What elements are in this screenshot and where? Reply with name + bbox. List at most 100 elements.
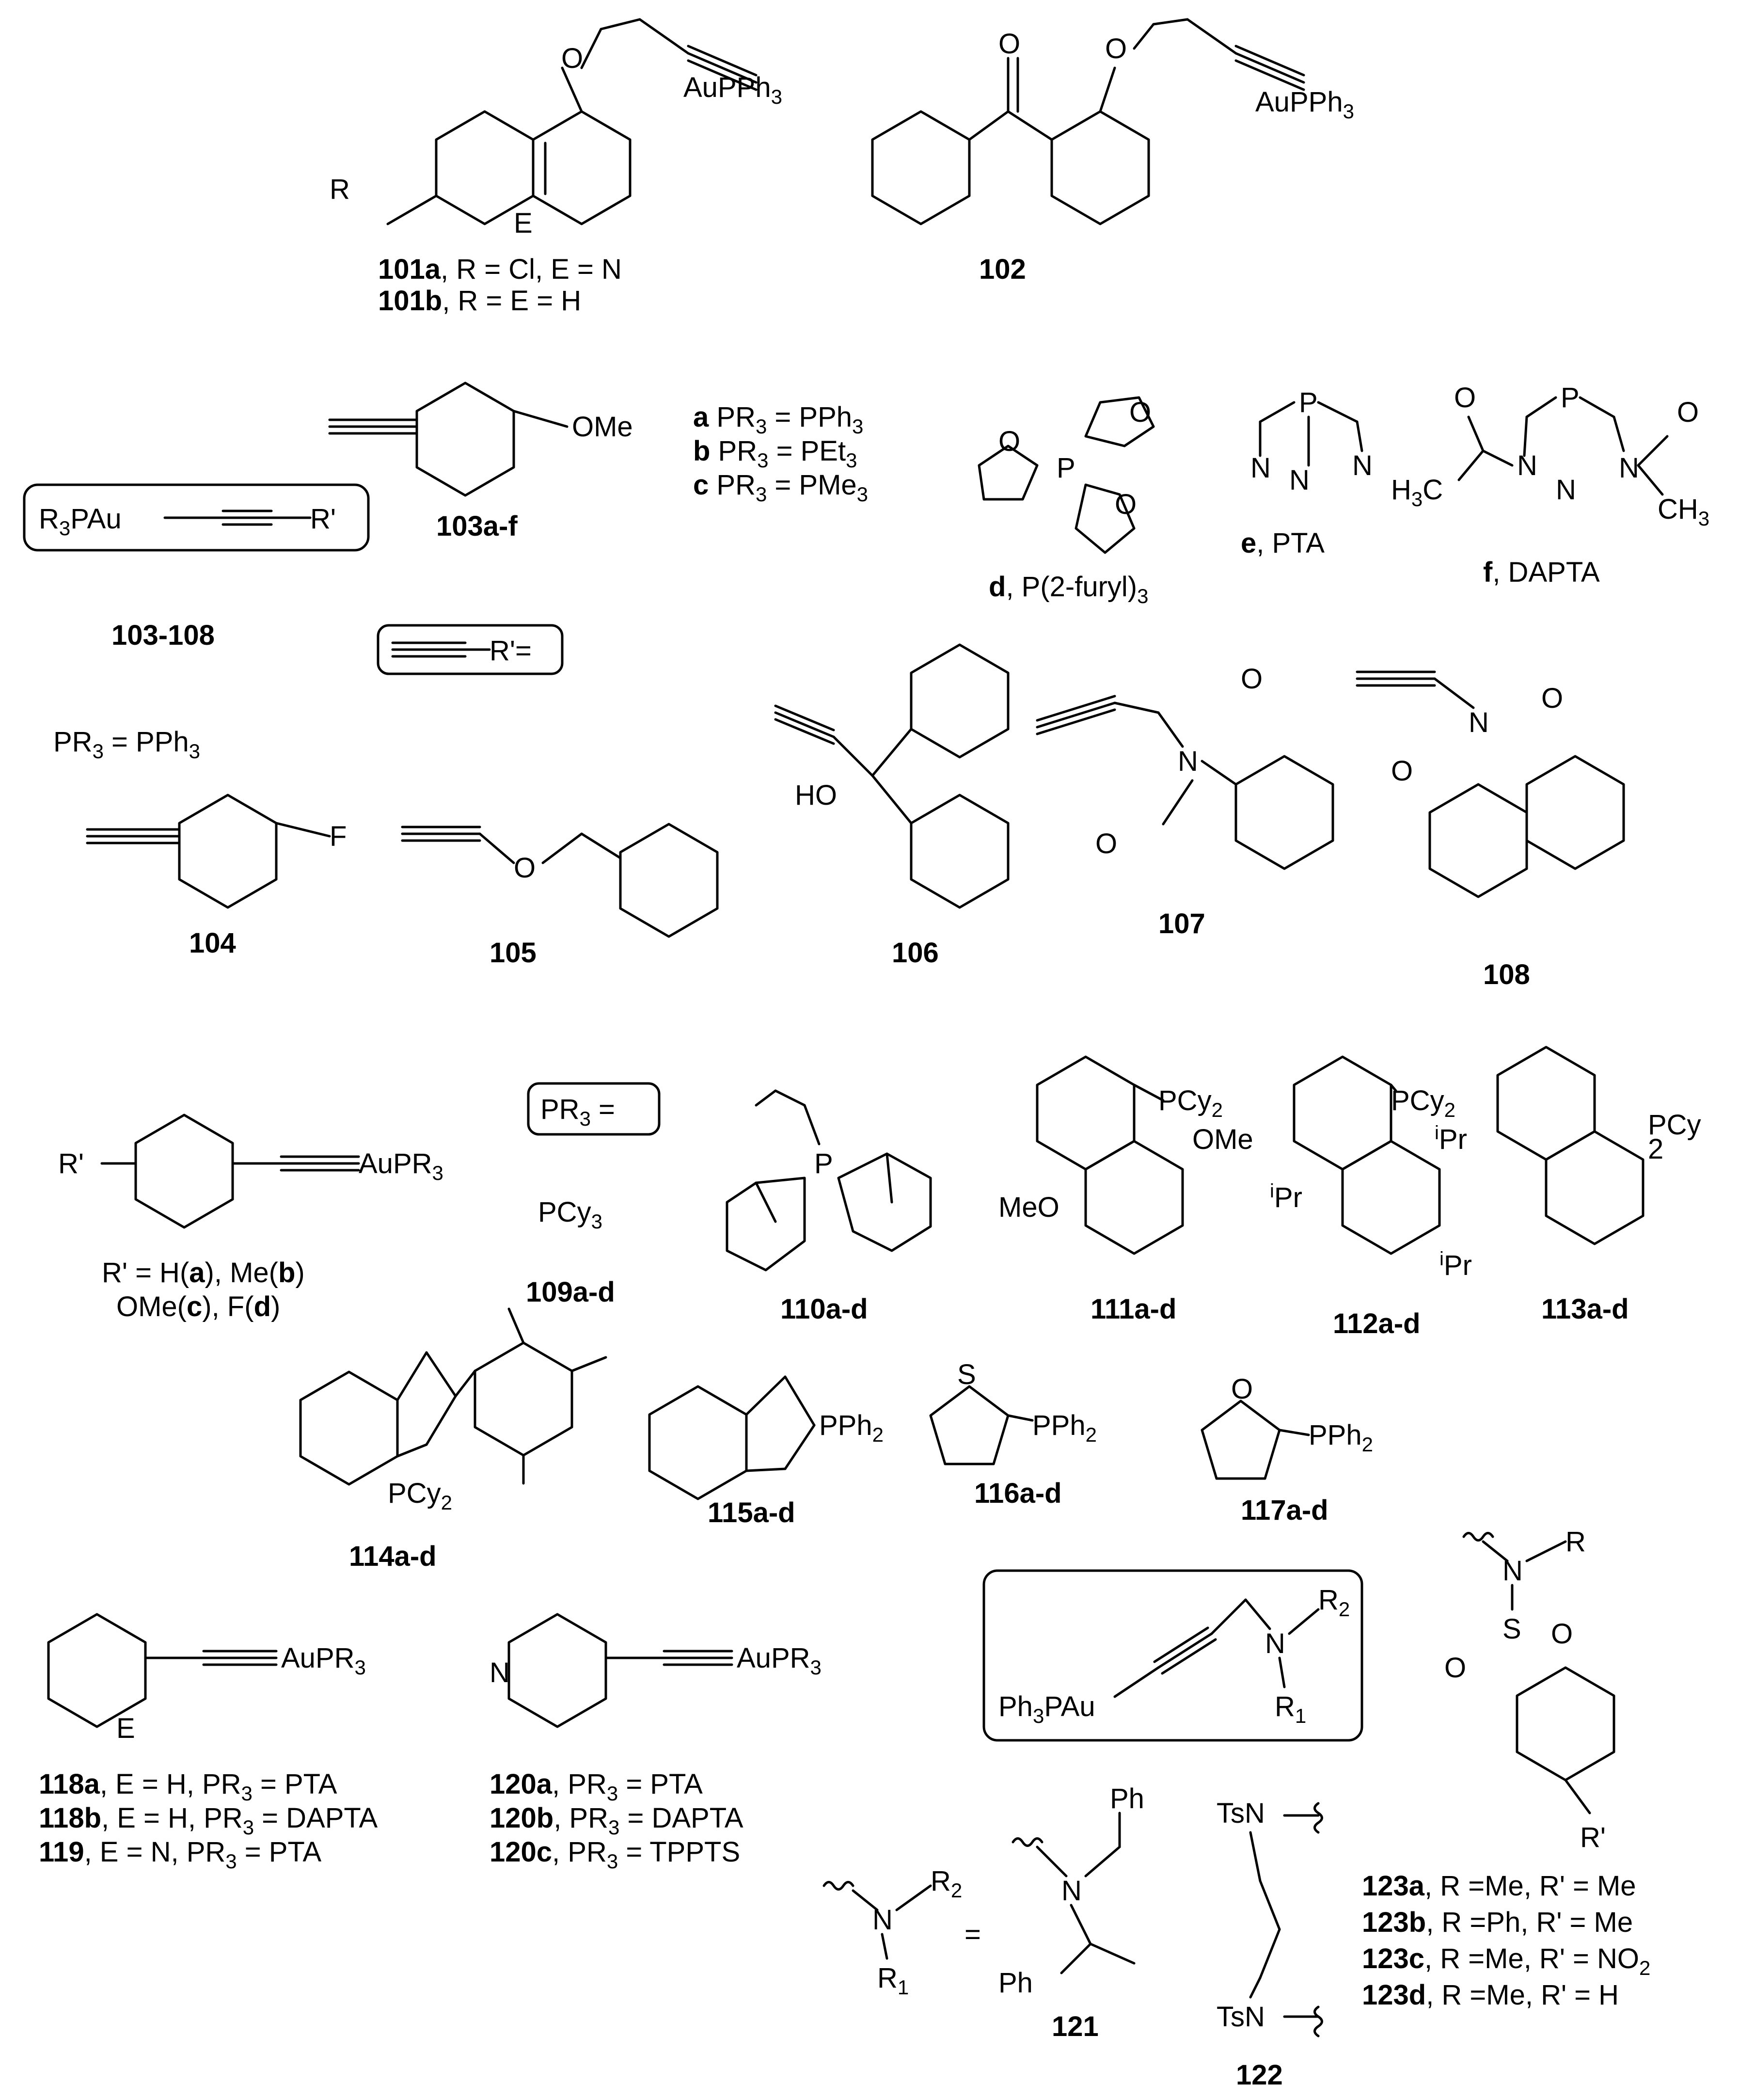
atom-E: E: [514, 207, 533, 239]
label-PR3-eq: PR3 =: [540, 1094, 615, 1130]
atom-Rprime: R': [1580, 1822, 1606, 1853]
atom-AuPR3: AuPR3: [737, 1642, 822, 1679]
atom-O2: O: [1444, 1652, 1466, 1684]
caption-112: 112a-d: [1333, 1308, 1421, 1339]
atom-AuPR3: AuPR3: [359, 1148, 443, 1184]
atom-E: E: [116, 1713, 135, 1744]
structure-105: O: [401, 823, 719, 938]
atom-H3C: H3C: [1391, 474, 1443, 510]
caption-121: 121: [1052, 2011, 1099, 2042]
atom-O-furyl2: O: [1129, 397, 1151, 428]
atom-P: P: [1561, 382, 1580, 414]
structure-104: F: [86, 794, 347, 909]
atom-PCy2: PCy2: [1158, 1085, 1223, 1121]
atom-O1: O: [1541, 683, 1563, 714]
caption-101b: 101b, R = E = H: [378, 285, 581, 317]
structure-120: N AuPR3: [490, 1613, 822, 1728]
atom-P: P: [1299, 387, 1318, 418]
structure-117: O PPh2: [1201, 1373, 1373, 1480]
atom-R: R: [1565, 1526, 1586, 1558]
label-PR3-PPh3: PR3 = PPh3: [53, 726, 200, 763]
atom-TsN-bottom: TsN: [1217, 2001, 1265, 2033]
atom-N: N: [490, 1657, 510, 1688]
caption-103-108: 103-108: [111, 620, 215, 651]
atom-N3: N: [1352, 450, 1373, 481]
atom-O-ketone: O: [998, 28, 1020, 60]
atom-O-furyl3: O: [1115, 489, 1137, 520]
caption-Rprime-list1: R' = H(a), Me(b): [102, 1257, 305, 1289]
atom-Ph-bottom: Ph: [998, 1967, 1033, 1999]
caption-107: 107: [1158, 908, 1205, 939]
PR3-definition-box: [527, 1082, 661, 1136]
atom-O1: O: [1551, 1618, 1573, 1650]
atom-Rprime-eq: R'=: [490, 635, 532, 667]
atom-OMe: OMe: [572, 411, 633, 443]
atom-PCy2: PCy2: [1391, 1085, 1455, 1121]
structure-115: PPh2: [648, 1375, 884, 1500]
caption-117: 117a-d: [1241, 1495, 1328, 1526]
caption-104: 104: [189, 927, 236, 959]
caption-122: 122: [1236, 2059, 1283, 2091]
structure-f-DAPTA: P O O N N N H3C CH3: [1391, 382, 1709, 530]
atom-PCy2: PCy2: [388, 1478, 452, 1514]
structure-118-119: E AuPR3: [47, 1613, 366, 1744]
equals-sign: =: [964, 1919, 981, 1950]
caption-114: 114a-d: [349, 1541, 437, 1572]
atom-R2: R2: [931, 1865, 962, 1902]
atom-iPr-3: iPr: [1439, 1248, 1472, 1281]
atom-Rprime: R': [310, 503, 336, 535]
caption-103a-f: 103a-f: [436, 510, 518, 542]
structure-e-PTA: P N N N: [1250, 387, 1373, 496]
atom-PPh2: PPh2: [819, 1410, 884, 1446]
structure-101: O R E AuPPh3: [330, 18, 782, 239]
caption-108: 108: [1483, 959, 1530, 990]
legend-b: b PR3 = PEt3: [693, 435, 857, 472]
atom-PCy: PCy: [1648, 1109, 1701, 1141]
structure-114: PCy2: [299, 1307, 607, 1514]
caption-123c: 123c, R =Me, R' = NO2: [1362, 1943, 1650, 1979]
atom-R3PAu: R3PAu: [39, 503, 122, 540]
structure-107: N O O: [1036, 663, 1334, 870]
caption-120b: 120b, PR3 = DAPTA: [490, 1802, 743, 1839]
legend-d: d, P(2-furyl)3: [989, 571, 1148, 607]
atom-R1: R1: [1275, 1691, 1306, 1727]
caption-102: 102: [979, 254, 1026, 285]
structure-121: N Ph Ph: [998, 1783, 1144, 1999]
atom-N: N: [872, 1904, 893, 1936]
atom-N: N: [1265, 1628, 1285, 1659]
structure-108: N O O: [1356, 670, 1625, 898]
structure-103: OMe: [328, 382, 633, 497]
atom-O: O: [514, 852, 536, 884]
atom-MeO: MeO: [998, 1192, 1059, 1223]
structure-aryl-alkynyl-gold: R' AuPR3: [58, 1114, 443, 1229]
caption-101a: 101a, R = Cl, E = N: [378, 254, 622, 285]
caption-106: 106: [892, 937, 939, 969]
propargylamine-gold-box: [982, 1569, 1363, 1742]
atom-N: N: [1469, 707, 1489, 738]
atom-F: F: [330, 821, 347, 852]
caption-123a: 123a, R =Me, R' = Me: [1362, 1870, 1636, 1902]
atom-S: S: [1502, 1613, 1521, 1645]
structure-122: TsN TsN: [1217, 1798, 1323, 2037]
atom-N: N: [1502, 1555, 1523, 1587]
structure-116: S PPh2: [929, 1359, 1097, 1465]
caption-120c: 120c, PR3 = TPPTS: [490, 1836, 740, 1873]
atom-HO: HO: [795, 780, 837, 811]
atom-iPr-1: iPr: [1435, 1122, 1467, 1155]
structure-123: N R S O O R': [1444, 1526, 1615, 1853]
general-formula-box: [23, 483, 370, 552]
legend-f: f, DAPTA: [1483, 557, 1600, 588]
atom-O-ether: O: [1105, 33, 1127, 64]
atom-PCy3: PCy3: [538, 1196, 602, 1233]
atom-TsN-top: TsN: [1217, 1798, 1265, 1829]
caption-118b: 118b, E = H, PR3 = DAPTA: [39, 1802, 378, 1839]
caption-119: 119, E = N, PR3 = PTA: [39, 1836, 322, 1873]
atom-N1: N: [1250, 452, 1271, 484]
atom-N2: N: [1556, 474, 1576, 506]
caption-118a: 118a, E = H, PR3 = PTA: [39, 1768, 337, 1805]
atom-R2: R2: [1318, 1584, 1350, 1621]
amine-definition: N R2 R1 =: [822, 1865, 981, 1999]
structure-110: P: [726, 1089, 932, 1272]
atom-S: S: [957, 1359, 976, 1390]
caption-109: 109a-d: [526, 1276, 615, 1308]
